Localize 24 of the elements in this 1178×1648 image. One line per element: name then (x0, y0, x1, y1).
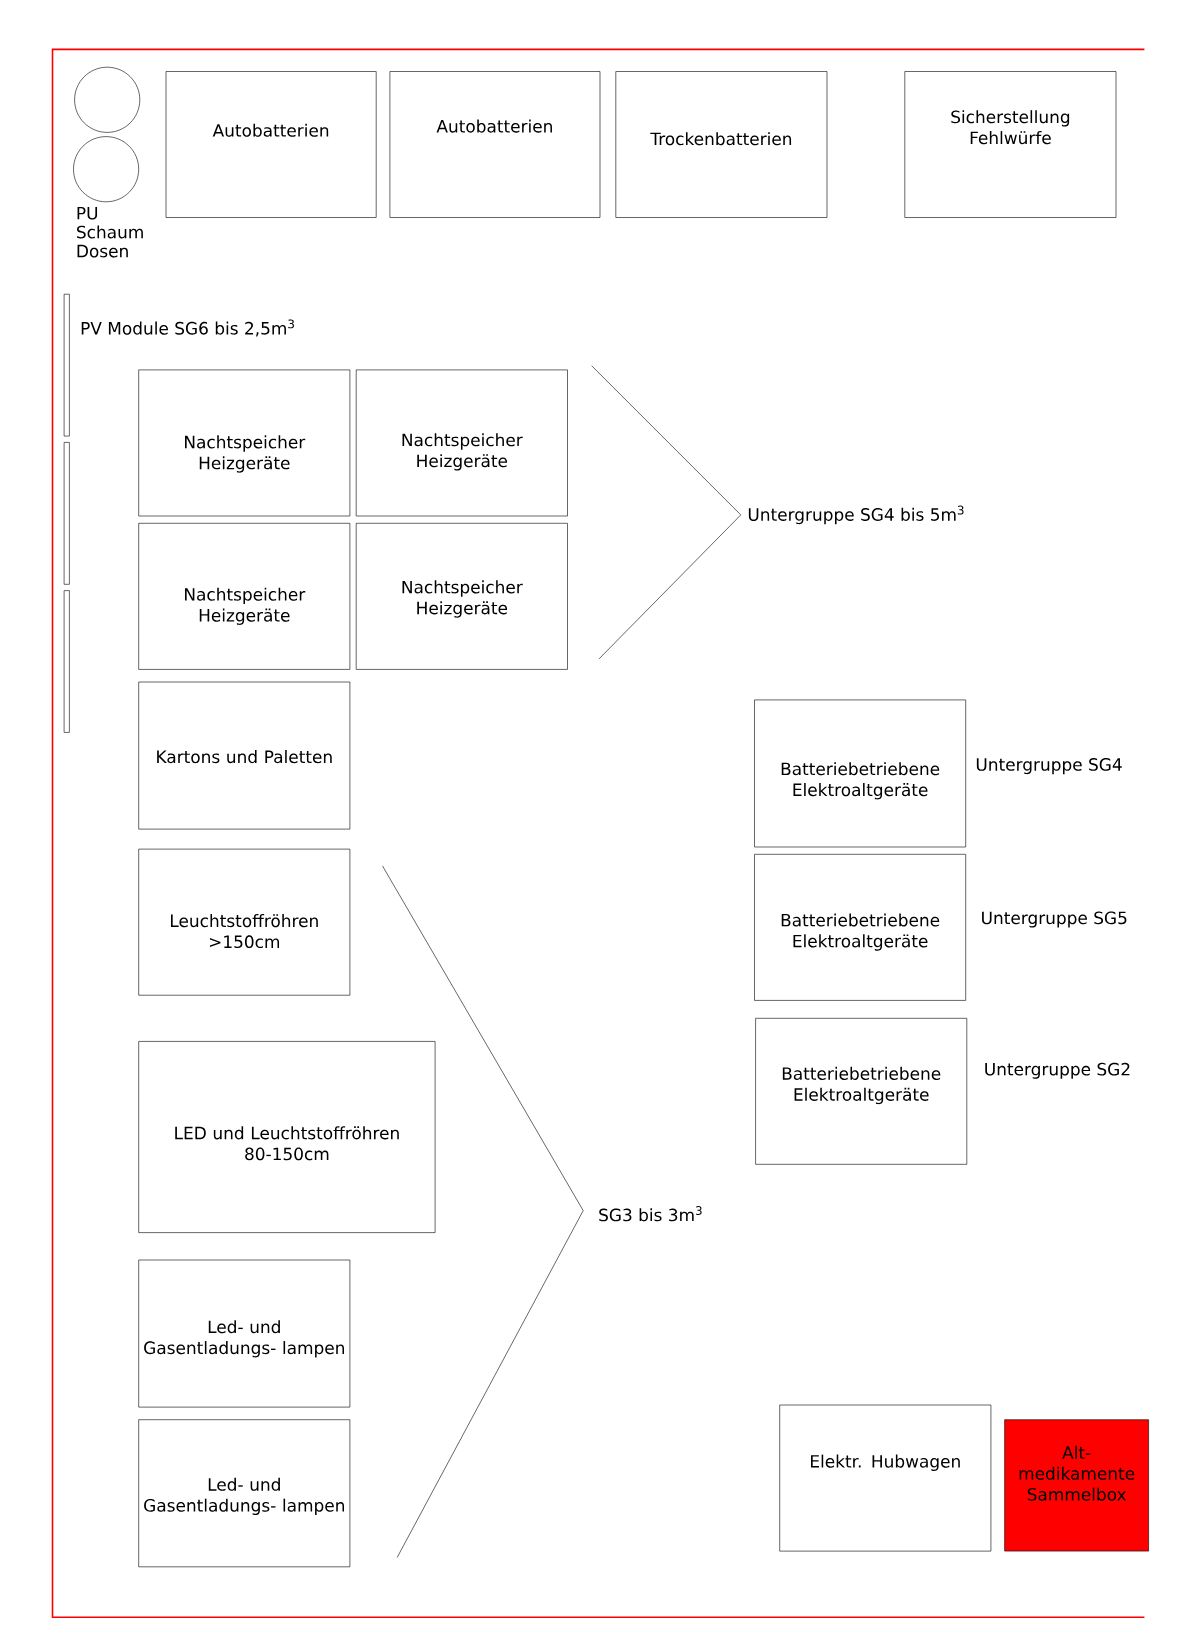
storage-box: Nachtspeicher Heizgeräte (355, 523, 568, 670)
storage-box: Elektr. Hubwagen (779, 1404, 992, 1552)
storage-box: Autobatterien (389, 71, 601, 218)
group-label: PV Module SG6 bis 2,5m$^{3}$ (81, 319, 294, 337)
storage-box: Batteriebetriebene Elektroaltgeräte (754, 854, 966, 1001)
storage-box: Batteriebetriebene Elektroaltgeräte (755, 1018, 968, 1165)
storage-box: Sicherstellung Fehlwürfe (904, 71, 1117, 218)
storage-box: Batteriebetriebene Elektroaltgeräte (754, 699, 966, 848)
storage-box: Autobatterien (165, 71, 377, 218)
storage-box: LED und Leuchtstoffröhren 80-150cm (138, 1041, 436, 1233)
storage-box: Trockenbatterien (615, 71, 828, 218)
group-label: Untergruppe SG4 bis 5m$^{3}$ (748, 505, 964, 525)
storage-box: Leuchtstoffröhren >150cm (138, 848, 351, 996)
storage-box: Nachtspeicher Heizgeräte (138, 523, 351, 670)
storage-box: Kartons und Paletten (138, 681, 351, 830)
storage-box: Alt- medikamente Sammelbox (1004, 1419, 1149, 1552)
storage-box: Nachtspeicher Heizgeräte (138, 369, 351, 517)
storage-box: Nachtspeicher Heizgeräte (355, 369, 568, 517)
group-label: PU Schaum Dosen (77, 207, 143, 258)
storage-box: Led- und Gasentladungs- lampen (138, 1259, 351, 1408)
group-label: SG3 bis 3m$^{3}$ (599, 1206, 702, 1222)
group-label: Untergruppe SG5 (982, 911, 1127, 928)
group-label: Untergruppe SG2 (985, 1062, 1130, 1079)
storage-box: Led- und Gasentladungs- lampen (138, 1419, 351, 1568)
